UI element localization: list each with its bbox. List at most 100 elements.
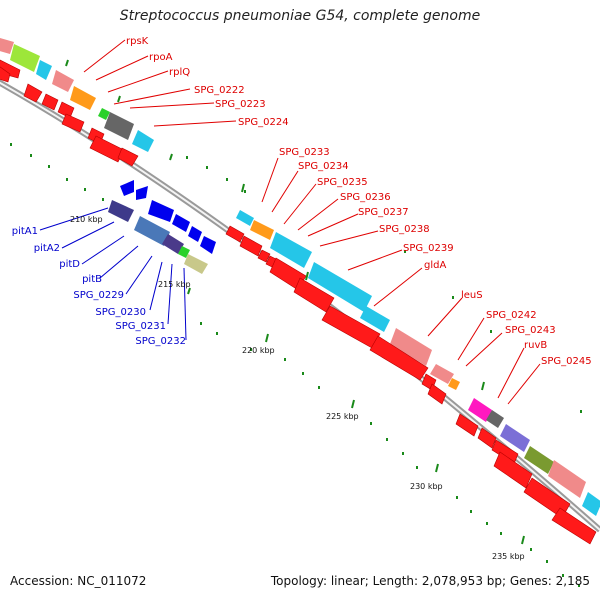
scale-dot (530, 548, 532, 551)
gene-label[interactable]: SPG_0229 (73, 290, 124, 301)
scale-dot (318, 386, 320, 389)
gene-arrow[interactable] (427, 383, 447, 405)
gene-arrow[interactable] (41, 93, 59, 111)
feature-pink-4[interactable] (430, 364, 454, 384)
gene-reverse[interactable] (136, 186, 148, 200)
gene-label[interactable]: SPG_0224 (238, 117, 289, 128)
gene-arrow[interactable] (0, 64, 11, 83)
gene-label[interactable]: SPG_0243 (505, 325, 556, 336)
tick-mark (481, 381, 485, 391)
feature-cyan-4[interactable] (270, 232, 312, 268)
gene-reverse-box[interactable] (134, 216, 170, 246)
accession-text: Accession: NC_011072 (10, 574, 147, 588)
feature-pink-3[interactable] (390, 328, 432, 366)
gene-arrow[interactable] (257, 249, 271, 263)
feature-orange-2[interactable] (250, 220, 274, 240)
feature-olive[interactable] (524, 446, 554, 474)
tick-label: 235 kbp (492, 552, 525, 561)
gene-arrow[interactable] (239, 235, 263, 257)
gene-arrow[interactable] (61, 113, 85, 133)
feature-darkgray-2[interactable] (486, 410, 504, 428)
gene-label[interactable]: leuS (461, 290, 483, 301)
feature-purple[interactable] (500, 424, 530, 452)
leader-line (81, 235, 125, 265)
feature-pink[interactable] (0, 38, 14, 54)
gene-label[interactable]: SPG_0235 (317, 177, 368, 188)
scale-dot (200, 322, 202, 325)
gene-arrow[interactable] (369, 335, 429, 381)
leader-line (83, 39, 126, 73)
genome-summary-text: Topology: linear; Length: 2,078,953 bp; … (270, 574, 590, 588)
feature-orange[interactable] (70, 86, 96, 110)
leader-line (307, 213, 359, 237)
gene-label[interactable]: SPG_0242 (486, 310, 537, 321)
gene-reverse[interactable] (172, 214, 190, 232)
gene-label[interactable]: rpsK (126, 36, 149, 47)
feature-pink-5[interactable] (548, 460, 586, 498)
feature-pink-2[interactable] (52, 70, 74, 92)
gene-reverse[interactable] (120, 180, 134, 196)
gene-reverse[interactable] (188, 226, 202, 242)
leader-lines-blue (39, 207, 187, 341)
gene-label[interactable]: SPG_0223 (215, 99, 266, 110)
gene-arrow[interactable] (23, 83, 43, 103)
gene-arrow[interactable] (117, 147, 139, 167)
tick-label: 220 kbp (242, 346, 275, 355)
gene-reverse-small[interactable] (178, 246, 190, 258)
feature-cyan[interactable] (36, 60, 52, 80)
leader-line (113, 88, 191, 105)
feature-cyan-2[interactable] (132, 130, 154, 152)
gene-reverse-box[interactable] (108, 200, 134, 222)
gene-label[interactable]: pitD (59, 259, 80, 270)
leader-line (457, 317, 485, 361)
reverse-genes (108, 180, 216, 274)
feature-lime[interactable] (10, 44, 40, 72)
tick-mark (265, 333, 269, 343)
leader-line (373, 267, 423, 307)
scale-dot (546, 560, 548, 563)
gene-reverse[interactable] (148, 200, 174, 222)
gene-label[interactable]: rplQ (169, 67, 190, 78)
gene-arrow[interactable] (477, 427, 497, 449)
gene-label[interactable]: SPG_0234 (298, 161, 349, 172)
gene-label[interactable]: pitA2 (34, 243, 60, 254)
feature-cyan-5[interactable] (308, 262, 372, 312)
gene-arrow[interactable] (225, 225, 245, 243)
gene-label[interactable]: gldA (424, 260, 446, 271)
feature-green[interactable] (98, 108, 110, 120)
scale-dot (490, 330, 492, 333)
forward-genes-upper (0, 59, 139, 167)
gene-reverse[interactable] (200, 236, 216, 254)
feature-darkgray[interactable] (104, 112, 134, 140)
gene-label[interactable]: SPG_0232 (135, 336, 186, 347)
feature-orange-3[interactable] (448, 378, 460, 390)
feature-magenta[interactable] (468, 398, 492, 422)
gene-label[interactable]: SPG_0222 (194, 85, 245, 96)
gene-reverse-box[interactable] (184, 254, 208, 274)
gene-arrow[interactable] (293, 277, 335, 313)
gene-arrow[interactable] (455, 413, 479, 437)
feature-cyan-3[interactable] (236, 210, 254, 226)
gene-label[interactable]: pitA1 (12, 226, 38, 237)
scale-dot (102, 198, 104, 201)
scale-dot (404, 250, 406, 253)
gene-label[interactable]: ruvB (524, 340, 547, 351)
gene-label[interactable]: SPG_0239 (403, 243, 454, 254)
feature-cyan-6[interactable] (360, 306, 390, 332)
gene-label[interactable]: SPG_0238 (379, 224, 430, 235)
leader-line (61, 221, 115, 249)
gene-label[interactable]: pitB (82, 274, 102, 285)
gene-reverse-box[interactable] (162, 234, 184, 254)
gene-label[interactable]: SPG_0233 (279, 147, 330, 158)
feature-cyan-7[interactable] (582, 492, 600, 516)
gene-label[interactable]: SPG_0245 (541, 356, 592, 367)
scale-dot (580, 410, 582, 413)
gene-label[interactable]: SPG_0236 (340, 192, 391, 203)
gene-label[interactable]: SPG_0237 (358, 207, 409, 218)
leader-line (507, 363, 541, 405)
gene-label[interactable]: rpoA (149, 52, 173, 63)
gene-label[interactable]: SPG_0231 (115, 321, 166, 332)
gene-arrow[interactable] (89, 135, 125, 163)
gene-arrow[interactable] (551, 507, 597, 545)
gene-label[interactable]: SPG_0230 (95, 307, 146, 318)
